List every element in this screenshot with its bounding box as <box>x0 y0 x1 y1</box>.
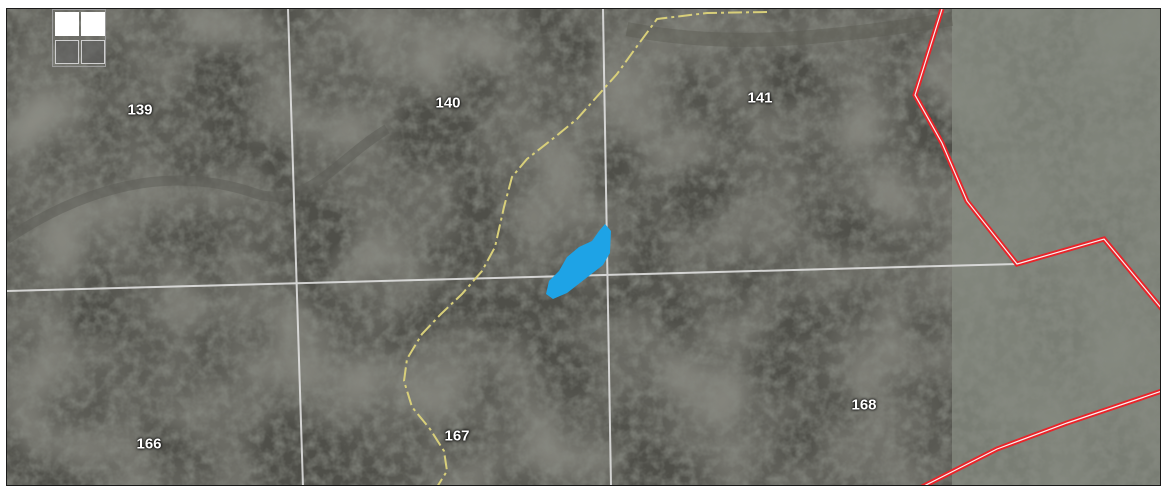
section-line-horizontal <box>7 263 1018 292</box>
aerial-map <box>7 9 1160 485</box>
terrain-drainage <box>625 12 954 47</box>
section-label-140: 140 <box>435 94 461 112</box>
terrain-ridge <box>7 124 390 244</box>
map-view[interactable]: 139 140 141 166 167 168 <box>6 8 1161 486</box>
boundary-line <box>912 9 1160 485</box>
overview-cell-bottom-right[interactable] <box>81 40 105 64</box>
overview-cell-bottom-left[interactable] <box>55 40 79 64</box>
section-label-139: 139 <box>127 101 153 119</box>
overview-cell-top-right[interactable] <box>81 12 105 36</box>
section-line-vertical-1 <box>287 9 304 485</box>
section-label-166: 166 <box>136 435 162 453</box>
section-label-141: 141 <box>747 89 773 107</box>
water-body <box>546 224 611 299</box>
overview-cell-top-left[interactable] <box>55 12 79 36</box>
overview-map-widget[interactable] <box>52 9 106 67</box>
trail-line <box>402 11 768 485</box>
section-label-167: 167 <box>444 427 470 445</box>
section-label-168: 168 <box>851 396 877 414</box>
imagery-light-texture <box>952 9 1160 485</box>
